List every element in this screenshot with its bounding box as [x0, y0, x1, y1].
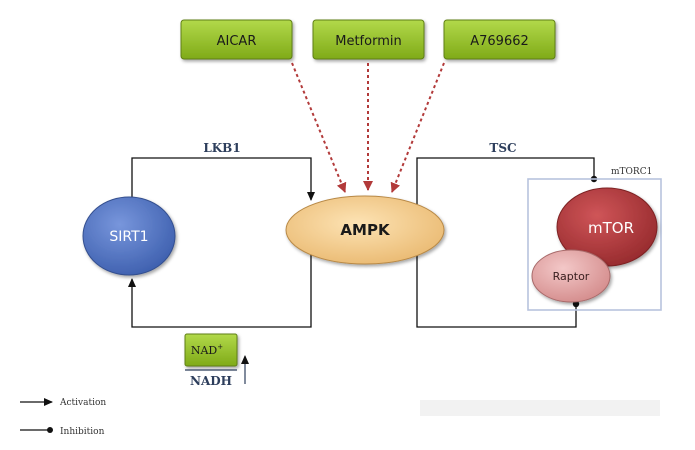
legend-activation-label: Activation [59, 398, 106, 408]
ampk-node [285, 195, 445, 265]
ampk-label: AMPK [340, 221, 391, 239]
aicar-label: AICAR [217, 34, 257, 49]
raptor-inhibition-path [416, 252, 577, 328]
a769662-label: A769662 [470, 34, 529, 49]
aicar-activation-arrow [291, 62, 347, 193]
nadh-label: NADH [190, 374, 232, 388]
metformin-box [312, 19, 425, 60]
metformin-label: Metformin [335, 34, 401, 49]
lkb1-label: LKB1 [203, 141, 240, 155]
raptor-label: Raptor [553, 270, 590, 283]
sirt1-node [82, 196, 176, 276]
watermark-blur [420, 400, 660, 416]
sirt1-label: SIRT1 [109, 229, 148, 245]
mtor-label: mTOR [588, 219, 634, 237]
aicar-box [180, 19, 293, 60]
nad-box [184, 333, 238, 367]
raptor-node [531, 249, 611, 303]
tsc-inhibition-path-top [416, 157, 595, 208]
a769662-activation-arrow [390, 62, 445, 193]
legend-inhibition-label: Inhibition [60, 427, 105, 437]
a769662-box [443, 19, 556, 60]
mtorc1-complex-box [527, 178, 662, 311]
nad-label: NAD+ [191, 343, 223, 357]
mtorc1-label: mTORC1 [611, 167, 652, 177]
lkb1-activation-path [131, 157, 315, 201]
ampk-to-sirt1-path [128, 255, 312, 328]
legend-inhibition-head [47, 427, 53, 433]
tsc-label: TSC [489, 141, 516, 155]
